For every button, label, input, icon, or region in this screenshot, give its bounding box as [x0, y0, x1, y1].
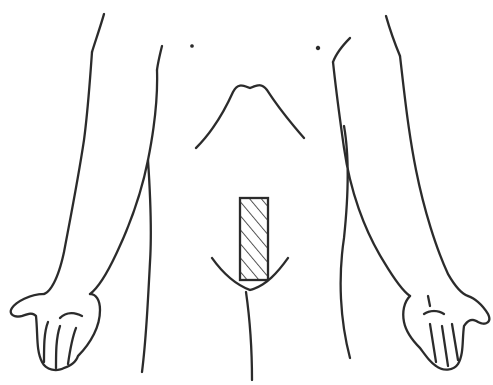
right-shoulder-line	[386, 16, 400, 56]
right-palm-crease	[424, 296, 444, 314]
left-nipple-dot	[190, 44, 194, 48]
inguinal-line	[246, 292, 252, 380]
chest-line	[196, 85, 304, 148]
left-arm-inner	[90, 70, 157, 294]
right-arm-inner	[333, 62, 410, 296]
right-arm-outer	[400, 56, 468, 296]
left-trapezius-line	[157, 46, 162, 70]
left-hand-fingers	[44, 322, 76, 368]
right-trapezius-line	[333, 38, 350, 62]
left-arm-outer	[44, 52, 92, 294]
right-nipple-dot	[316, 46, 320, 50]
torso-left-side	[142, 160, 151, 372]
left-palm-crease	[60, 313, 82, 318]
left-shoulder-line	[92, 14, 104, 52]
marked-area-rectangle	[240, 198, 268, 280]
right-hand-fingers	[430, 324, 458, 366]
